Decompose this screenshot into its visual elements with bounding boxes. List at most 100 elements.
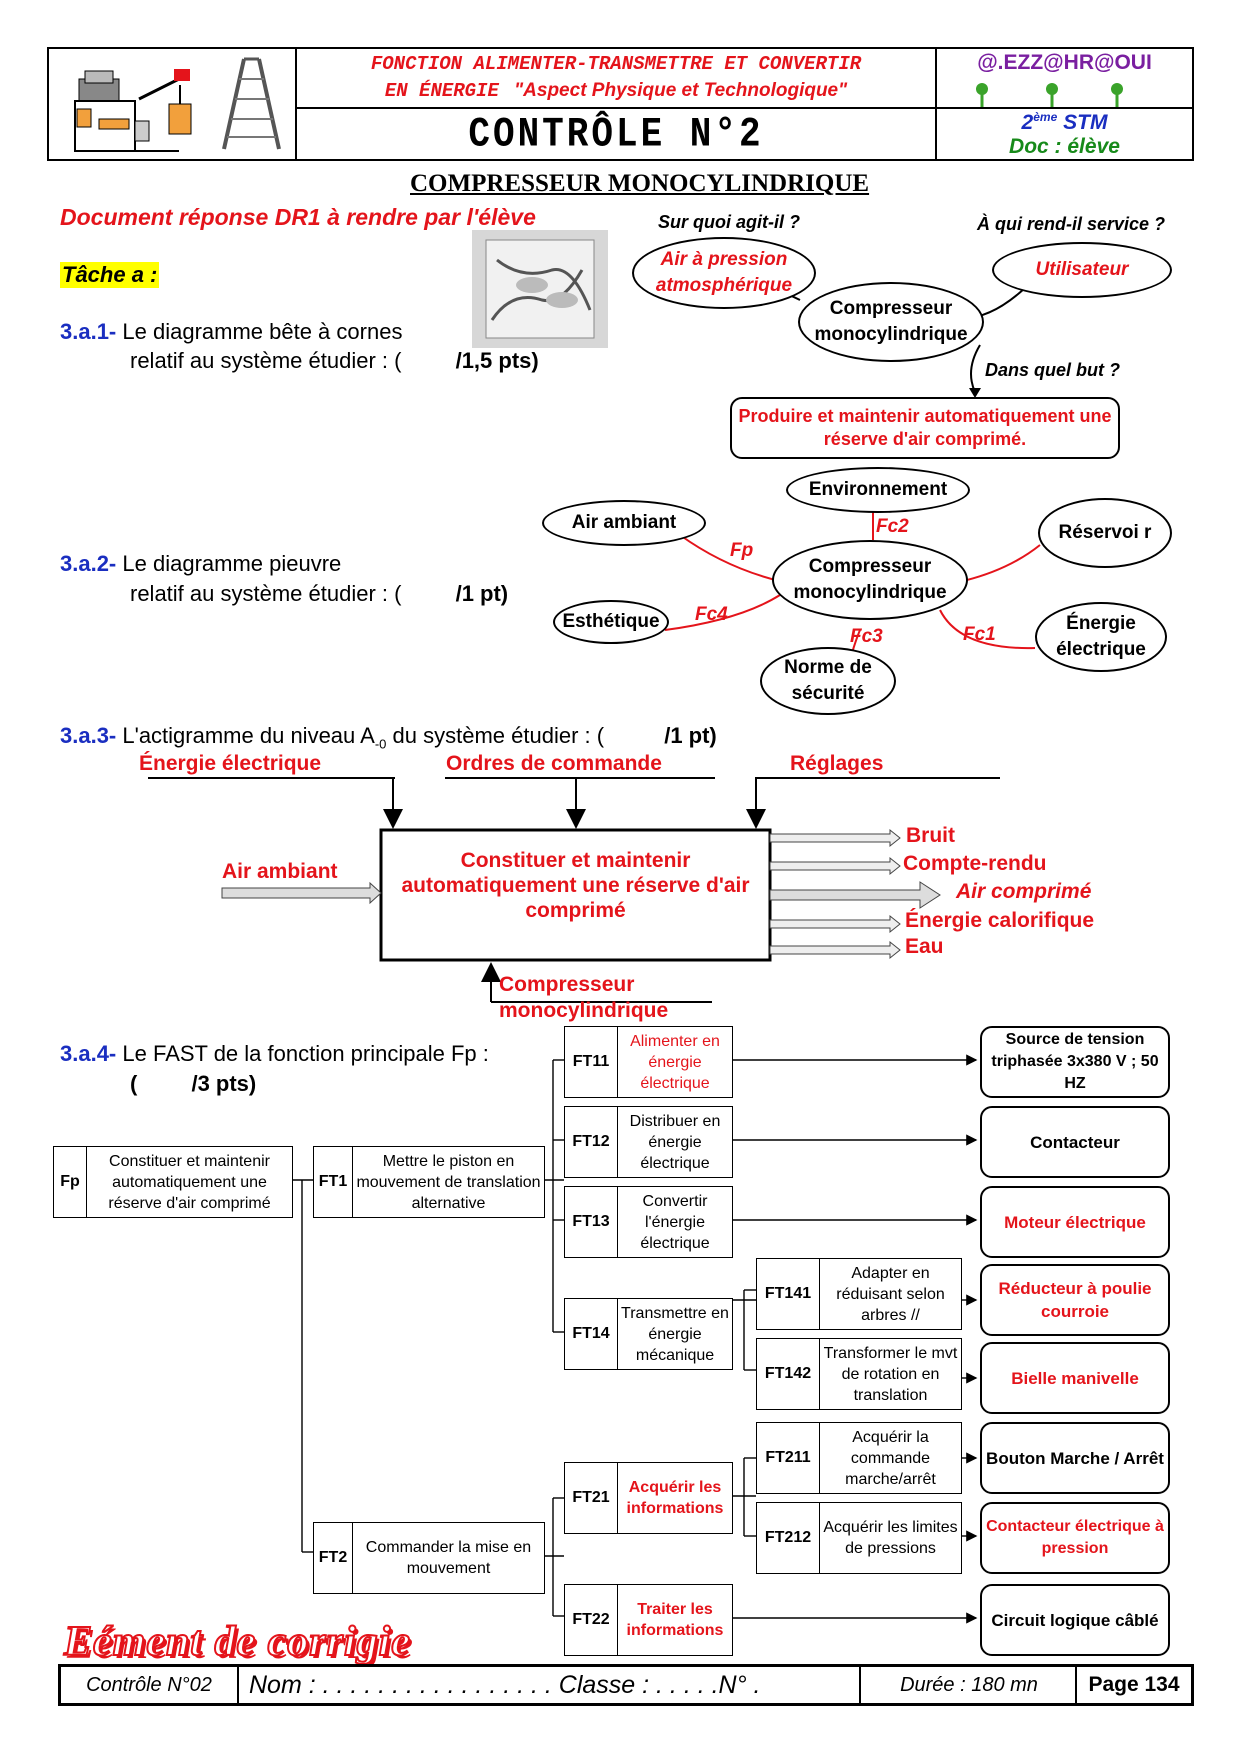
fast-ft2: FT2 Commander la mise en mouvement (313, 1522, 545, 1594)
level-sup: ème (1033, 110, 1058, 124)
machine-illustration (74, 57, 281, 152)
actigramme-function: Constituer et maintenir automatiquement … (401, 849, 750, 922)
solution-bouton: Bouton Marche / Arrêt (980, 1422, 1170, 1494)
bete-but-text: Produire et maintenir automatiquement un… (738, 406, 1112, 449)
actigramme-support: Compresseur monocylindrique (499, 973, 669, 1022)
bete-service-ellipse: Utilisateur (992, 242, 1172, 298)
pieuvre-fc4-label: Fc4 (695, 604, 728, 625)
bete-question-agit: Sur quoi agit-il ? (658, 212, 800, 232)
fast-ft14-code: FT14 (565, 1299, 618, 1369)
solution-contacteur-pression-text: Contacteur électrique à pression (986, 1518, 1164, 1557)
bete-question-but: Dans quel but ? (985, 360, 1120, 380)
pieuvre-esthetique-ellipse: Esthétique (553, 600, 669, 644)
header-level-cell: 2ème STM Doc : élève (935, 107, 1194, 161)
fast-ft21-code: FT21 (565, 1463, 618, 1533)
bete-system-ellipse: Compresseur monocylindrique (798, 282, 984, 362)
fast-ft2-text: Commander la mise en mouvement (365, 1539, 532, 1577)
q1-line2-row: relatif au système étudier : ( /1,5 pts) (130, 347, 539, 375)
q3: 3.a.3- L'actigramme du niveau A-0 du sys… (60, 722, 717, 758)
pieuvre-fp-label: Fp (730, 540, 754, 561)
footer-page: Page 134 (1088, 1673, 1180, 1696)
document-response-label: Document réponse DR1 à rendre par l'élèv… (60, 204, 536, 230)
fast-ft11: FT11 Alimenter en énergie électrique (564, 1026, 733, 1098)
fast-ft212-code: FT212 (757, 1503, 820, 1573)
footer: Contrôle N°02 Nom : . . . . . . . . . . … (58, 1664, 1194, 1706)
bete-but-box: Produire et maintenir automatiquement un… (730, 397, 1120, 459)
q3-text2: du système étudier : ( (392, 723, 605, 748)
footer-duree: Durée : 180 mn (863, 1667, 1077, 1703)
level-num: 2 (1021, 111, 1034, 134)
fast-ft11-code: FT11 (565, 1027, 618, 1097)
actigramme-output-air: Air comprimé (956, 880, 1092, 903)
fast-ft141-code: FT141 (757, 1259, 820, 1329)
q1-line1: Le diagramme bête à cornes (122, 319, 403, 344)
level: 2ème STM (937, 110, 1192, 135)
pieuvre-energie-text: Énergie électrique (1056, 613, 1146, 660)
fast-ft12-text: Distribuer en énergie électrique (629, 1112, 721, 1172)
q1-pts: /1,5 pts) (455, 348, 539, 373)
q3-text: L'actigramme du niveau A (122, 723, 375, 748)
header-logo-cell (47, 47, 297, 161)
pieuvre-reservoir-text: Réservoi r (1058, 522, 1152, 543)
pieuvre-env-ellipse: Environnement (786, 467, 970, 513)
pieuvre-air-ellipse: Air ambiant (542, 500, 706, 546)
doc-label: Doc : élève (1009, 135, 1120, 158)
fast-ft12: FT12 Distribuer en énergie électrique (564, 1106, 733, 1178)
controle-title: CONTRÔLE N°2 (468, 110, 764, 159)
solution-bouton-text: Bouton Marche / Arrêt (986, 1448, 1164, 1468)
q2-num: 3.a.2- (60, 551, 117, 576)
bete-agit-ellipse: Air à pression atmosphérique (632, 237, 816, 309)
fast-lines (292, 1054, 978, 1624)
pieuvre-energie-ellipse: Énergie électrique (1035, 602, 1167, 672)
q3-pts: /1 pt) (664, 723, 717, 748)
q2-line2: relatif au système étudier : ( (130, 581, 402, 606)
q1-num: 3.a.1- (60, 319, 117, 344)
pieuvre-air-text: Air ambiant (571, 512, 677, 533)
fast-ft211-text: Acquérir la commande marche/arrêt (845, 1428, 936, 1488)
pieuvre-center-text: Compresseur monocylindrique (793, 556, 947, 603)
fast-ft21-text: Acquérir les informations (626, 1479, 724, 1517)
solution-moteur: Moteur électrique (980, 1186, 1170, 1258)
q2-line1: Le diagramme pieuvre (122, 551, 342, 576)
pieuvre-norme-text: Norme de sécurité (784, 657, 872, 704)
q4: 3.a.4- Le FAST de la fonction principale… (60, 1040, 489, 1068)
header-title-energie: EN ÉNERGIE (384, 80, 499, 102)
solution-contacteur: Contacteur (980, 1106, 1170, 1178)
solution-reducteur: Réducteur à poulie courroie (980, 1264, 1170, 1336)
q1-line2: relatif au système étudier : ( (130, 348, 402, 373)
fast-ft141: FT141 Adapter en réduisant selon arbres … (756, 1258, 962, 1330)
footer-controle: Contrôle N°02 (61, 1667, 239, 1703)
fast-ft14: FT14 Transmettre en énergie mécanique (564, 1298, 733, 1370)
bete-system-text: Compresseur monocylindrique (814, 298, 968, 345)
q3-sub: -0 (374, 736, 387, 752)
q4-num: 3.a.4- (60, 1041, 117, 1066)
q4-pts-row: ( /3 pts) (130, 1070, 256, 1098)
pieuvre-fc2-label: Fc2 (876, 516, 909, 537)
task-label: Tâche a : (60, 262, 160, 288)
fast-ft11-text: Alimenter en énergie électrique (630, 1032, 720, 1092)
actigramme-input-reglages: Réglages (790, 752, 884, 775)
solution-source: Source de tension triphasée 3x380 V ; 50… (980, 1026, 1170, 1098)
q2-line2-row: relatif au système étudier : ( /1 pt) (130, 580, 508, 608)
fast-ft12-code: FT12 (565, 1107, 618, 1177)
actigramme-input-ordres: Ordres de commande (446, 752, 662, 775)
fast-ft1-text: Mettre le piston en mouvement de transla… (356, 1152, 541, 1212)
actigramme-output-eau: Eau (905, 935, 944, 958)
fast-ft2-code: FT2 (314, 1523, 353, 1593)
fast-ft21: FT21 Acquérir les informations (564, 1462, 733, 1534)
pieuvre-center-ellipse: Compresseur monocylindrique (772, 540, 968, 620)
fast-ft13: FT13 Convertir l'énergie électrique (564, 1186, 733, 1258)
fast-ft141-text: Adapter en réduisant selon arbres // (836, 1264, 945, 1324)
footer-nom: Nom : . . . . . . . . . . . . . . . . . … (239, 1667, 861, 1703)
level-text: STM (1063, 111, 1108, 134)
header-title-line1: FONCTION ALIMENTER-TRANSMETTRE ET CONVER… (370, 53, 862, 75)
solution-circuit: Circuit logique câblé (980, 1584, 1170, 1656)
q4-text: Le FAST de la fonction principale Fp : (122, 1041, 489, 1066)
bete-question-service: À qui rend-il service ? (977, 214, 1166, 234)
fast-ft211-code: FT211 (757, 1423, 820, 1493)
pieuvre-fc3-label: Fc3 (850, 626, 883, 647)
pieuvre-esthetique-text: Esthétique (562, 611, 660, 632)
corrige-watermark: Eément de corrigie (63, 1618, 411, 1666)
fast-ft142-code: FT142 (757, 1339, 820, 1409)
drawing-hands-image (472, 230, 608, 348)
